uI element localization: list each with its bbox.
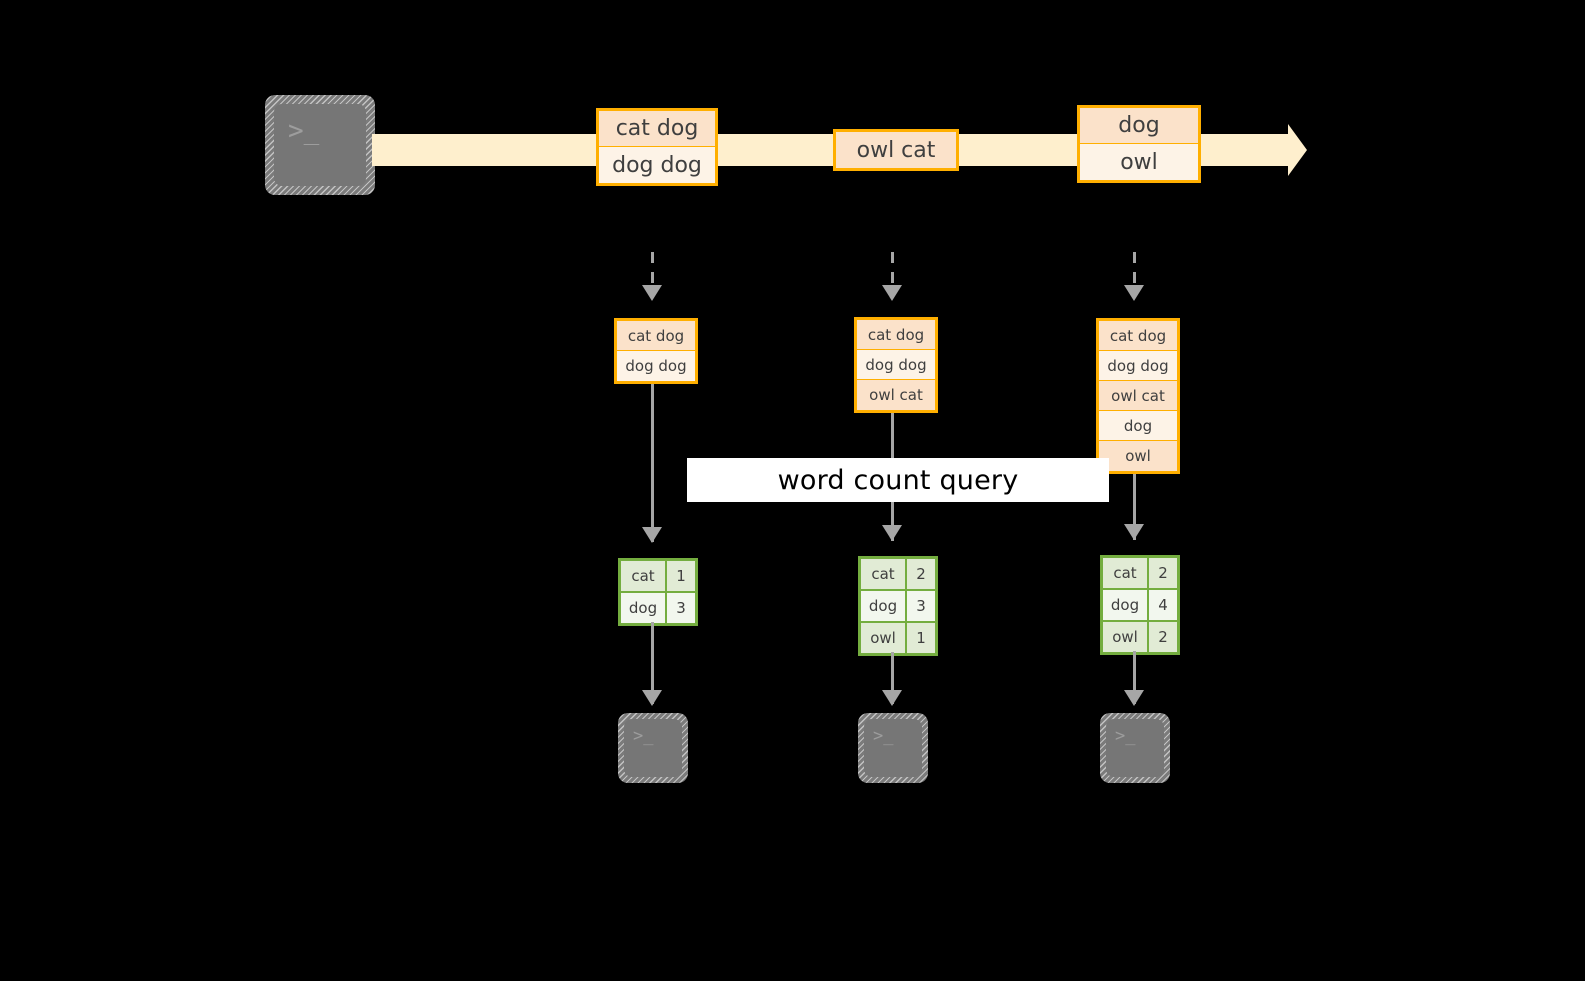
state-row: owl cat bbox=[857, 380, 935, 410]
query-arrow-line-3 bbox=[1133, 474, 1136, 540]
sink-arrow-head-icon-3 bbox=[1124, 690, 1144, 706]
result-table-3: cat 2 dog 4 owl 2 bbox=[1100, 555, 1180, 655]
terminal-screen: >_ bbox=[624, 719, 682, 777]
state-box-1: cat dog dog dog bbox=[614, 318, 698, 384]
state-row: dog bbox=[1099, 411, 1177, 441]
sink-arrow-head-icon-1 bbox=[642, 690, 662, 706]
state-row: dog dog bbox=[1099, 351, 1177, 381]
stream-arrow-head-icon bbox=[1288, 124, 1307, 176]
sink-arrow-line-1 bbox=[651, 622, 654, 704]
terminal-prompt-glyph: >_ bbox=[1115, 726, 1136, 746]
state-row: dog dog bbox=[617, 351, 695, 381]
terminal-screen: >_ bbox=[274, 104, 366, 186]
sink-arrow-head-icon-2 bbox=[882, 690, 902, 706]
state-row: cat dog bbox=[857, 320, 935, 350]
table-cell-value: 2 bbox=[1149, 622, 1177, 652]
stream-record: owl cat bbox=[836, 132, 956, 168]
table-cell-key: cat bbox=[861, 559, 907, 589]
table-cell-key: cat bbox=[621, 561, 667, 591]
stream-record: owl bbox=[1080, 144, 1198, 180]
stream-record-group-3: dog owl bbox=[1077, 105, 1201, 183]
table-cell-key: dog bbox=[1103, 590, 1149, 620]
terminal-prompt-glyph: >_ bbox=[873, 726, 894, 746]
table-row: cat 2 bbox=[1103, 558, 1177, 590]
terminal-icon-sink-3: >_ bbox=[1100, 713, 1170, 783]
query-arrow-head-icon-1 bbox=[642, 527, 662, 543]
table-cell-value: 1 bbox=[907, 623, 935, 653]
ingest-arrow-head-icon-3 bbox=[1124, 285, 1144, 301]
ingest-arrow-head-icon-1 bbox=[642, 285, 662, 301]
stream-record: cat dog bbox=[599, 111, 715, 147]
state-row: owl bbox=[1099, 441, 1177, 471]
table-row: cat 2 bbox=[861, 559, 935, 591]
terminal-screen: >_ bbox=[1106, 719, 1164, 777]
state-row: dog dog bbox=[857, 350, 935, 380]
table-cell-key: owl bbox=[1103, 622, 1149, 652]
table-cell-key: dog bbox=[861, 591, 907, 621]
table-row: dog 3 bbox=[621, 593, 695, 623]
result-table-1: cat 1 dog 3 bbox=[618, 558, 698, 626]
terminal-icon-source: >_ bbox=[265, 95, 375, 195]
table-cell-value: 1 bbox=[667, 561, 695, 591]
table-row: dog 4 bbox=[1103, 590, 1177, 622]
table-cell-key: cat bbox=[1103, 558, 1149, 588]
table-cell-value: 3 bbox=[667, 593, 695, 623]
stream-record: dog bbox=[1080, 108, 1198, 144]
state-row: owl cat bbox=[1099, 381, 1177, 411]
state-row: cat dog bbox=[1099, 321, 1177, 351]
result-table-2: cat 2 dog 3 owl 1 bbox=[858, 556, 938, 656]
state-row: cat dog bbox=[617, 321, 695, 351]
table-row: cat 1 bbox=[621, 561, 695, 593]
query-arrow-head-icon-3 bbox=[1124, 524, 1144, 540]
table-row: owl 2 bbox=[1103, 622, 1177, 652]
table-row: dog 3 bbox=[861, 591, 935, 623]
table-cell-value: 2 bbox=[907, 559, 935, 589]
query-banner: word count query bbox=[687, 458, 1109, 502]
ingest-arrow-line-3 bbox=[1133, 252, 1136, 285]
terminal-prompt-glyph: >_ bbox=[633, 726, 654, 746]
terminal-prompt-glyph: >_ bbox=[288, 116, 320, 146]
table-cell-value: 3 bbox=[907, 591, 935, 621]
ingest-arrow-line-2 bbox=[891, 252, 894, 285]
ingest-arrow-line-1 bbox=[651, 252, 654, 285]
stream-record-group-1: cat dog dog dog bbox=[596, 108, 718, 186]
terminal-icon-sink-1: >_ bbox=[618, 713, 688, 783]
stream-record-group-2: owl cat bbox=[833, 129, 959, 171]
ingest-arrow-head-icon-2 bbox=[882, 285, 902, 301]
stream-record: dog dog bbox=[599, 147, 715, 183]
state-box-2: cat dog dog dog owl cat bbox=[854, 317, 938, 413]
query-arrow-head-icon-2 bbox=[882, 525, 902, 541]
table-row: owl 1 bbox=[861, 623, 935, 653]
table-cell-key: dog bbox=[621, 593, 667, 623]
state-box-3: cat dog dog dog owl cat dog owl bbox=[1096, 318, 1180, 474]
sink-arrow-line-2 bbox=[891, 652, 894, 704]
terminal-icon-sink-2: >_ bbox=[858, 713, 928, 783]
terminal-screen: >_ bbox=[864, 719, 922, 777]
table-cell-value: 4 bbox=[1149, 590, 1177, 620]
sink-arrow-line-3 bbox=[1133, 651, 1136, 704]
query-label: word count query bbox=[777, 464, 1019, 496]
table-cell-value: 2 bbox=[1149, 558, 1177, 588]
query-arrow-line-1 bbox=[651, 384, 654, 542]
table-cell-key: owl bbox=[861, 623, 907, 653]
